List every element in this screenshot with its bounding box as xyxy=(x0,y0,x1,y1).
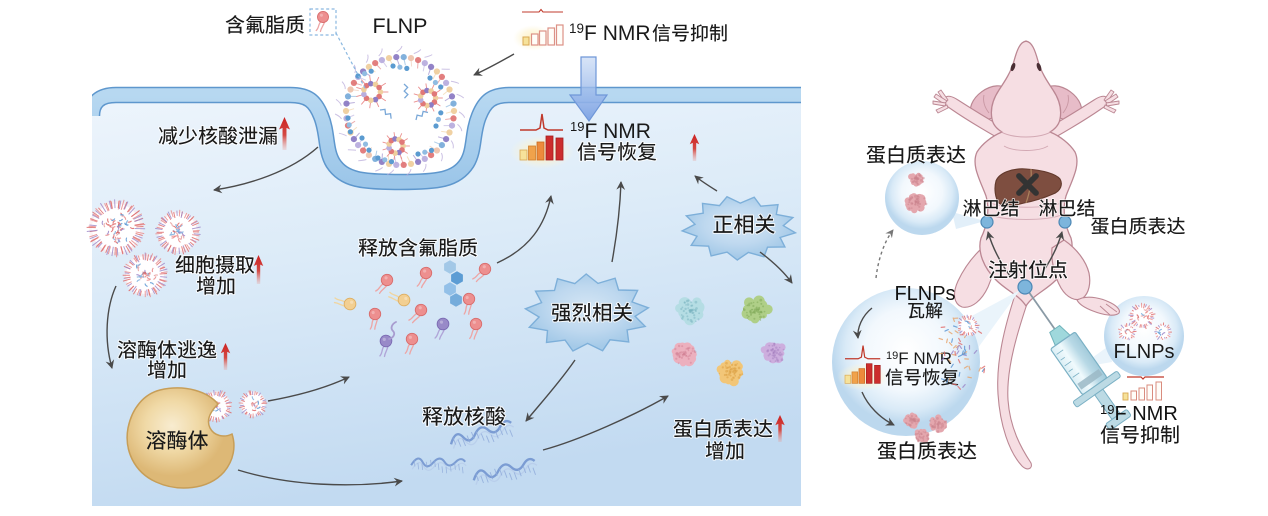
svg-text:19F NMR: 19F NMR xyxy=(570,119,651,143)
svg-text:19F NMR: 19F NMR xyxy=(1100,402,1178,425)
svg-text:FLNPs: FLNPs xyxy=(1113,341,1174,363)
svg-text:FLNPs: FLNPs xyxy=(894,283,955,305)
svg-text:FLNP: FLNP xyxy=(373,14,428,38)
svg-text:19F NMR: 19F NMR xyxy=(569,21,651,45)
